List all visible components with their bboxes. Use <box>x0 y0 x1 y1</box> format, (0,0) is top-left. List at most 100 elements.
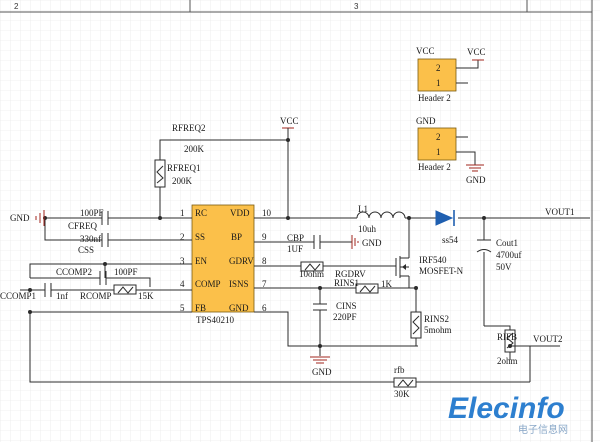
ic-pinnum-7: 7 <box>262 279 267 289</box>
net-vout1: VOUT1 <box>545 207 575 217</box>
cfreq-ref: CFREQ <box>68 221 98 231</box>
inductor-l1: L1 10uh <box>356 204 406 234</box>
wires <box>20 127 590 383</box>
cout1-ref: Cout1 <box>496 238 518 248</box>
rins2-ref: RINS2 <box>424 314 449 324</box>
ic-pinnum-1: 1 <box>180 208 185 218</box>
rifb-ref: RIFB <box>497 332 517 342</box>
ic-ref: TPS40210 <box>196 315 235 325</box>
ic-pin-rc: RC <box>195 208 207 218</box>
capacitor-cins: CINS 220PF <box>313 301 357 322</box>
rfreq1-ref: RFREQ1 <box>167 163 201 173</box>
ccomp2-ref: CCOMP2 <box>56 267 92 277</box>
ruler-col-2: 2 <box>14 2 19 11</box>
rins1-ref: RINS1 <box>334 278 359 288</box>
junctions <box>28 138 512 348</box>
gnd-input: GND <box>10 210 45 226</box>
header-gnd: GND 2 1 Header 2 GND <box>416 116 486 185</box>
capacitor-ccomp2: CCOMP2 100PF <box>56 267 138 285</box>
resistor-rins2: RINS2 5mohm <box>410 311 452 339</box>
ruler-col-3: 3 <box>354 2 359 11</box>
net-gnd-bottom: GND <box>312 367 332 377</box>
diode-ref: ss54 <box>442 235 459 245</box>
watermark: Elecinfo 电子信息网 <box>448 392 568 436</box>
ic-pinnum-4: 4 <box>180 279 185 289</box>
ic-pin-fb: FB <box>195 303 206 313</box>
header-gnd-body <box>417 127 457 161</box>
watermark-sub: 电子信息网 <box>518 423 568 436</box>
ic-pin-bp: BP <box>231 232 242 242</box>
css-ref: CSS <box>78 245 94 255</box>
cbp-ref: CBP <box>287 233 304 243</box>
mosfet-ref: IRF540 <box>419 255 447 265</box>
mosfet-irf540: IRF540 MOSFET-N <box>395 255 464 278</box>
watermark-brand: Elecinfo <box>448 392 565 425</box>
rifb-value: 2ohm <box>497 356 518 366</box>
ccomp2-value: 100PF <box>114 267 138 277</box>
resistor-rins1: RINS1 1K <box>334 278 393 294</box>
resistor-rifb: RIFB 2ohm <box>497 329 518 366</box>
header-vcc-net: VCC <box>467 47 486 57</box>
header-vcc-body <box>417 58 457 92</box>
rgdrv-ref: RGDRV <box>335 269 366 279</box>
l1-ref: L1 <box>358 204 368 214</box>
ic-pin-gdrv: GDRV <box>229 256 254 266</box>
rins1-value: 1K <box>381 279 393 289</box>
net-gnd-input: GND <box>10 213 30 223</box>
ic-pin-en: EN <box>195 256 207 266</box>
rfb-value: 30K <box>394 389 410 399</box>
cins-value: 220PF <box>333 312 357 322</box>
header-vcc-title: VCC <box>416 46 435 56</box>
rfreq2-value: 200K <box>184 144 205 154</box>
css-value: 330nf <box>80 234 101 244</box>
capacitor-css: 330nf CSS <box>78 233 109 255</box>
l1-value: 10uh <box>358 224 377 234</box>
ic-pinnum-8: 8 <box>262 256 267 266</box>
ic-pin-vdd: VDD <box>230 208 250 218</box>
net-vout2: VOUT2 <box>533 334 563 344</box>
mosfet-value: MOSFET-N <box>419 266 464 276</box>
resistor-rfreq: RFREQ2 200K RFREQ1 200K <box>154 123 206 188</box>
header-gnd-pin2: 2 <box>436 132 441 142</box>
cfreq-value: 100PF <box>80 208 104 218</box>
ic-tps40210: RC SS EN COMP FB VDD BP GDRV ISNS GND 1 … <box>180 204 272 325</box>
net-vcc-label: VCC <box>280 116 299 126</box>
header-gnd-label: Header 2 <box>418 162 451 172</box>
ic-pinnum-6: 6 <box>262 303 267 313</box>
cout1-rating: 50V <box>496 262 512 272</box>
capacitor-ccomp1: CCOMP1 1nf <box>0 283 68 301</box>
capacitor-cfreq: 100PF CFREQ <box>68 208 109 231</box>
capacitor-cbp: CBP 1UF GND <box>287 233 382 254</box>
header-vcc: VCC 2 1 Header 2 VCC <box>416 46 486 103</box>
header-vcc-pin1: 1 <box>436 78 441 88</box>
ic-pin-ss: SS <box>195 232 205 242</box>
resistor-rgdrv: 10ohm RGDRV <box>299 261 366 279</box>
ccomp1-value: 1nf <box>56 291 68 301</box>
header-gnd-pin1: 1 <box>436 147 441 157</box>
ic-pinnum-5: 5 <box>180 303 185 313</box>
rcomp-ref: RCOMP <box>80 291 112 301</box>
header-gnd-net: GND <box>466 175 486 185</box>
diode-ss54: ss54 <box>435 210 459 245</box>
gnd-bottom: GND <box>310 356 332 377</box>
header-vcc-label: Header 2 <box>418 93 451 103</box>
rfb-ref: rfb <box>394 365 405 375</box>
rfreq1-value: 200K <box>172 176 193 186</box>
rgdrv-value: 10ohm <box>299 269 324 279</box>
capacitor-cout1: Cout1 4700uf 50V <box>476 238 522 272</box>
cbp-value: 1UF <box>287 244 303 254</box>
ic-body <box>191 204 255 313</box>
net-gnd-cbp: GND <box>362 238 382 248</box>
cins-ref: CINS <box>336 301 357 311</box>
resistor-rcomp: RCOMP 15K <box>80 284 154 301</box>
ccomp1-ref: CCOMP1 <box>0 291 36 301</box>
header-gnd-title: GND <box>416 116 436 126</box>
resistor-rfb: rfb 30K <box>393 365 417 399</box>
header-vcc-pin2: 2 <box>436 63 441 73</box>
rcomp-value: 15K <box>138 291 154 301</box>
cout1-value: 4700uf <box>496 250 522 260</box>
ic-pin-comp: COMP <box>195 279 221 289</box>
ic-pin-gnd: GND <box>229 303 249 313</box>
ic-pinnum-9: 9 <box>262 232 267 242</box>
